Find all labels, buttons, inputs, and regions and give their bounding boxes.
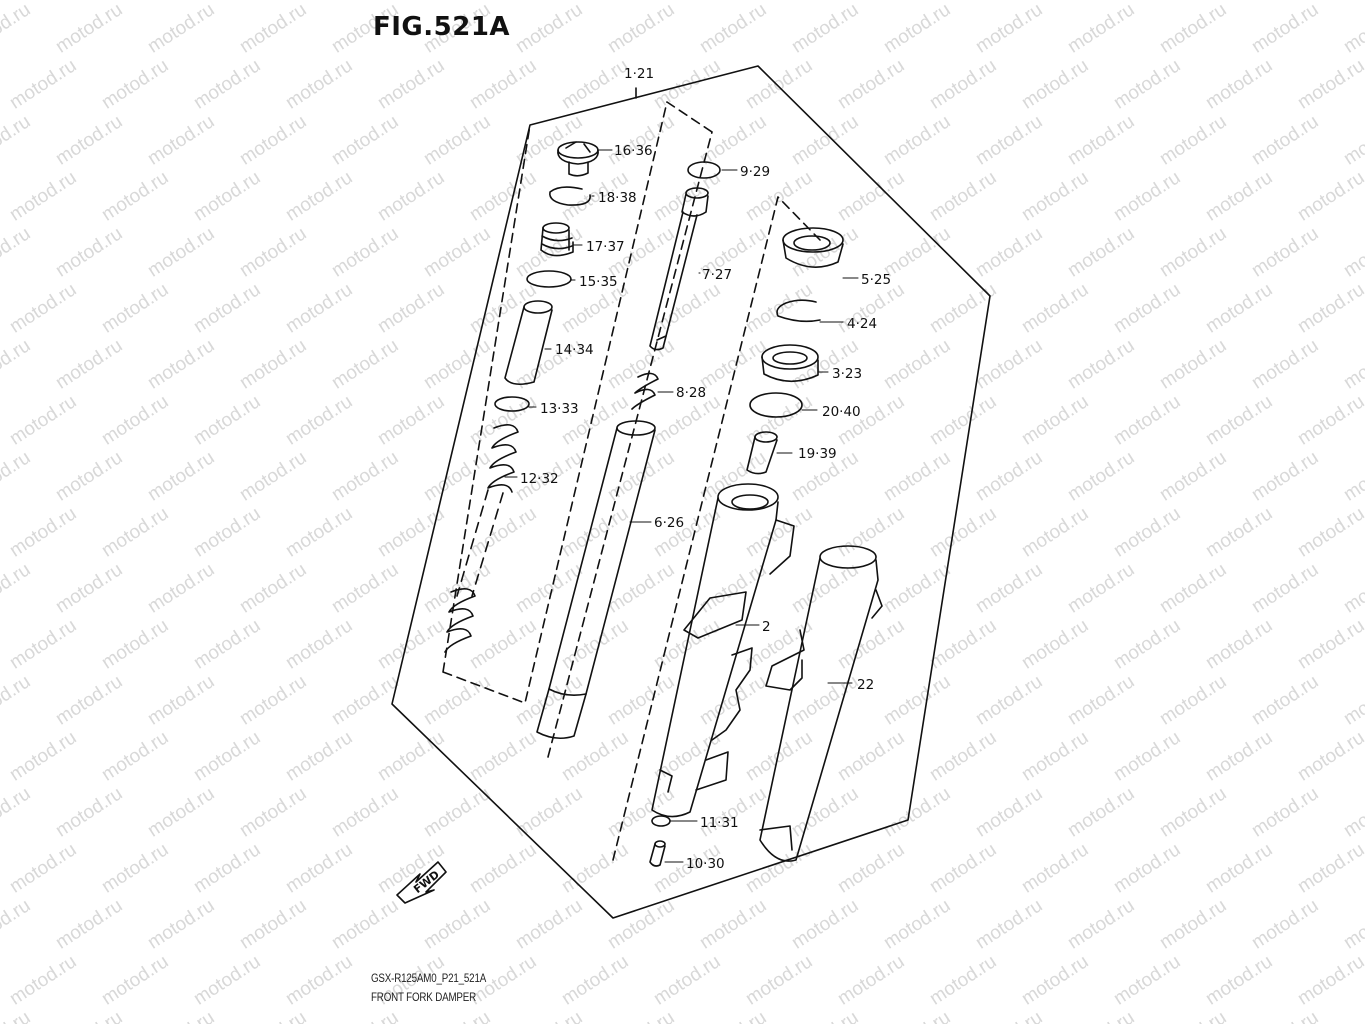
diagram-description: FRONT FORK DAMPER (371, 992, 477, 1004)
subframe-right (612, 196, 821, 861)
ring-9-part (687, 161, 721, 179)
outer-tube-left-part (651, 483, 795, 818)
dust-seal-part (782, 227, 844, 268)
rebound-spring-part (631, 372, 659, 410)
subframe-left (442, 101, 713, 704)
callout-19-39: 19·39 (798, 446, 837, 462)
spacer-pipe-part (504, 300, 553, 386)
fwd-arrow-icon (396, 861, 447, 904)
callout-15-35: 15·35 (579, 274, 618, 290)
callout-2: 2 (762, 619, 771, 635)
cap-bolt-part (557, 141, 599, 177)
outer-tube-right-part (759, 545, 883, 862)
callout-17-37: 17·37 (586, 239, 625, 255)
callout-3-23: 3·23 (832, 366, 862, 382)
callout-9-29: 9·29 (740, 164, 770, 180)
fork-spring-part (444, 424, 519, 653)
o-ring-15-part (526, 270, 572, 288)
o-ring-13-part (494, 396, 530, 412)
callout-4-24: 4·24 (847, 316, 877, 332)
callout-14-34: 14·34 (555, 342, 594, 358)
callout-10-30: 10·30 (686, 856, 725, 872)
damper-rod-part (649, 187, 709, 351)
callout-5-25: 5·25 (861, 272, 891, 288)
callout-16-36: 16·36 (614, 143, 653, 159)
callout-12-32: 12·32 (520, 471, 559, 487)
callout-13-33: 13·33 (540, 401, 579, 417)
figure-title: FIG.521A (373, 12, 511, 42)
oil-lock-part (746, 431, 778, 475)
circlip-part (549, 186, 591, 206)
oil-seal-part (761, 344, 819, 383)
diagram-code: GSX-R125AM0_P21_521A (371, 973, 487, 985)
gasket-11-part (651, 815, 671, 827)
callout-18-38: 18·38 (598, 190, 637, 206)
callout-20-40: 20·40 (822, 404, 861, 420)
bolt-10-part (649, 840, 666, 867)
callout-7-27: 7·27 (702, 267, 732, 283)
assembly-frame (391, 65, 991, 919)
washer-20-part (749, 392, 803, 418)
spring-seat-part (540, 222, 574, 257)
subframe-middle (547, 131, 713, 758)
callout-8-28: 8·28 (676, 385, 706, 401)
callout-1-21: 1·21 (624, 66, 654, 82)
stopper-ring-part (776, 299, 821, 323)
callout-22: 22 (857, 677, 874, 693)
callout-11-31: 11·31 (700, 815, 739, 831)
callout-6-26: 6·26 (654, 515, 684, 531)
inner-tube-part (536, 420, 656, 740)
